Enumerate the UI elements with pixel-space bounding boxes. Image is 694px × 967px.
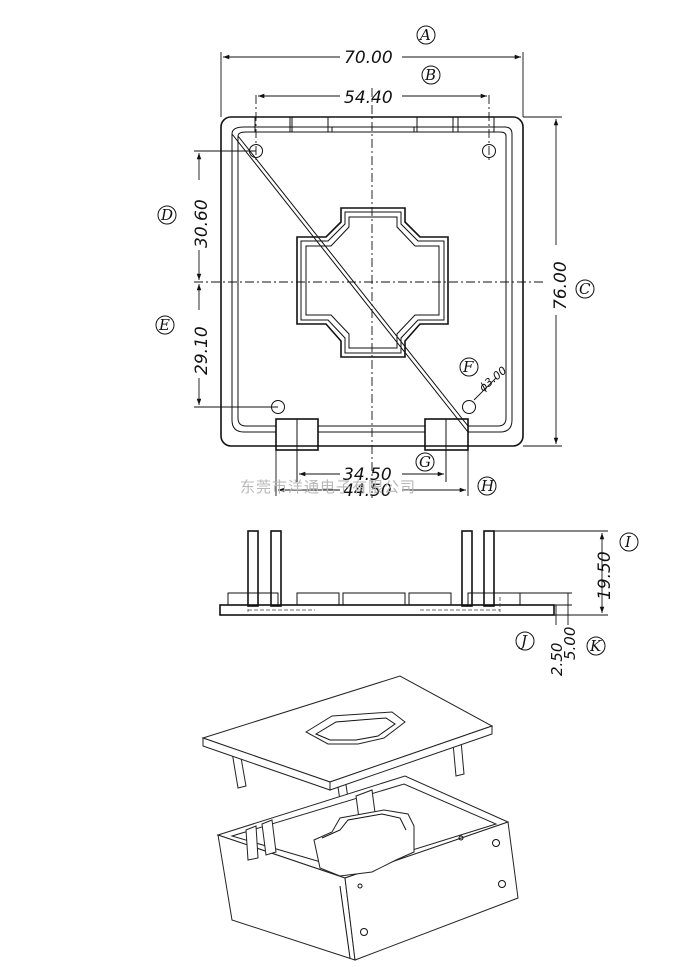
dim-g-value: 34.50 (343, 465, 392, 485)
watermark-text: 东莞市洋通电子有限公司 (240, 478, 416, 496)
label-c-circle (575, 279, 595, 299)
center-opening-outer (296, 207, 449, 358)
center-opening-inner (300, 211, 445, 354)
label-k: K (589, 637, 602, 655)
label-j-circle (515, 631, 535, 651)
hole-bottom-right (462, 400, 476, 414)
dim-f-leader (473, 377, 497, 401)
side-boss-1 (227, 592, 279, 606)
dim-h-value: 44.50 (343, 481, 392, 501)
iso-center-core-top (321, 813, 407, 839)
top-slot-3 (416, 116, 454, 133)
iso-hole-2 (498, 880, 506, 888)
label-h: H (480, 477, 495, 495)
side-boss-3 (342, 592, 406, 606)
iso-box-side (344, 821, 519, 961)
dim-c-value: 76.00 (551, 261, 571, 310)
label-j: J (518, 632, 528, 650)
dim-b-value: 54.40 (344, 88, 393, 108)
label-i-circle (619, 532, 639, 552)
dim-f-value: ϕ3.00 (477, 364, 510, 394)
side-pin-3 (461, 530, 473, 607)
label-b-circle (421, 65, 441, 85)
side-boss-2 (296, 592, 340, 606)
label-c: C (579, 280, 591, 298)
label-h-circle (477, 476, 497, 496)
isometric-view (201, 675, 519, 961)
plate-inner-wall (231, 126, 513, 433)
label-f: F (462, 358, 474, 376)
label-e-circle (155, 315, 175, 335)
label-k-circle (586, 636, 606, 656)
dim-a-value: 70.00 (344, 48, 393, 68)
iso-hole-4 (357, 883, 363, 889)
hole-top-right (482, 144, 496, 158)
label-b: B (424, 66, 436, 84)
label-e: E (158, 316, 170, 334)
side-view: 19.50 I 2.50 5.00 J K (219, 530, 639, 676)
iso-hole-3 (492, 839, 500, 847)
iso-box-edge-line (339, 885, 351, 959)
dim-j-value: 2.50 (548, 643, 566, 676)
top-view: 70.00 A 54.40 B 76.00 C 30.60 D 29.10 E (155, 25, 595, 501)
top-slot-4 (457, 116, 495, 133)
top-slot-2 (291, 116, 329, 133)
label-f-circle (459, 357, 479, 377)
iso-lid-opening-inner (314, 717, 396, 741)
dim-e-value: 29.10 (192, 326, 212, 375)
top-notch (331, 126, 415, 133)
label-g-circle (415, 452, 435, 472)
top-slot-1 (254, 116, 291, 133)
center-opening-inner-2 (305, 216, 440, 349)
plate-inner-wall-2 (237, 131, 507, 427)
label-a-circle (416, 25, 436, 45)
dim-i-value: 19.50 (595, 551, 615, 600)
iso-partition-1 (245, 825, 259, 861)
iso-lid-opening (305, 711, 406, 745)
iso-hole-5 (458, 835, 464, 841)
side-pin-1 (247, 530, 259, 607)
label-g: G (419, 453, 431, 471)
label-a: A (418, 26, 431, 44)
side-boss-4 (408, 592, 452, 606)
iso-hole-1 (360, 928, 368, 936)
iso-partition-2 (261, 819, 277, 856)
label-d: D (160, 206, 173, 224)
dim-d-value: 30.60 (192, 199, 212, 248)
label-i: I (624, 533, 632, 551)
iso-center-core (313, 809, 415, 877)
side-pin-2 (270, 530, 282, 607)
dim-k-value: 5.00 (561, 627, 579, 660)
label-d-circle (157, 205, 177, 225)
side-base-plate (219, 604, 555, 616)
iso-lid-side-edge (329, 725, 493, 791)
side-pin-4 (483, 530, 495, 607)
